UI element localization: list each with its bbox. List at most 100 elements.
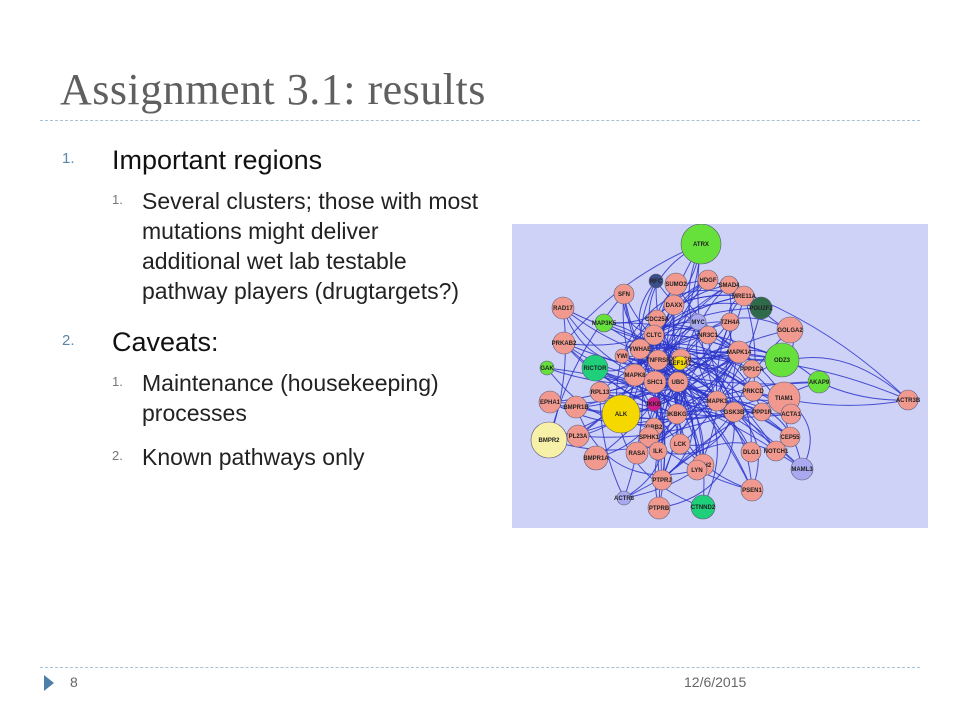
network-node-circle (616, 490, 632, 506)
network-node-circle (647, 349, 669, 371)
network-node-label: TZH4A (720, 320, 740, 326)
network-node-circle (601, 394, 641, 434)
network-node-circle (646, 396, 662, 412)
network-node-circle (651, 469, 673, 491)
network-node-label: MAPK1 (706, 399, 728, 405)
network-node-label: IKKB (647, 402, 662, 408)
network-node-label: CTNND2 (691, 505, 716, 511)
network-node-label: ALK (615, 412, 628, 418)
network-node-label: RASA (628, 451, 646, 457)
network-node: POU2F2 (749, 296, 773, 320)
bullet-text: Important regions (112, 145, 323, 175)
network-node-circle (594, 313, 614, 333)
network-node-label: UBC (672, 380, 686, 386)
network-node: ODZ3 (764, 342, 800, 378)
network-node-circle (614, 348, 630, 364)
network-node-circle (686, 459, 708, 481)
network-node-circle (780, 403, 802, 425)
network-node: ILK (648, 441, 668, 461)
network-edge (603, 322, 740, 353)
network-node: BMPR1B (563, 395, 589, 419)
network-node-circle (539, 360, 555, 376)
network-node-circle (648, 273, 664, 289)
network-node-circle (581, 354, 609, 382)
network-node: DAXX (663, 294, 685, 316)
network-edge (599, 391, 625, 499)
network-node: PTPRJ (651, 469, 673, 491)
network-node-label: SHC1 (647, 380, 664, 386)
sub-bullet-marker: 1. (112, 374, 123, 389)
network-node-label: GOLGA2 (777, 328, 803, 334)
network-node-circle (690, 494, 716, 520)
network-node-circle (647, 496, 671, 520)
network-node: MAPK1 (706, 390, 728, 412)
network-edge (603, 322, 783, 361)
network-node-circle (790, 457, 814, 481)
network-node: IKBKG (666, 403, 688, 425)
network-node: GOLGA2 (776, 316, 803, 344)
network-node: LYN (686, 459, 708, 481)
network-edge (657, 358, 735, 413)
network-node: MRE11A (732, 285, 757, 307)
network-node-label: MAPK8 (624, 373, 646, 379)
network-node: PPP1CA (740, 359, 765, 379)
network-node: ACTA1 (780, 403, 802, 425)
network-node-label: ACTR8 (614, 496, 635, 502)
network-node: MAP3K5 (592, 313, 617, 333)
network-node-label: ILK (653, 449, 663, 455)
network-node-label: DLG1 (743, 450, 760, 456)
network-node: MYC (689, 313, 707, 331)
network-node: SFN (613, 283, 635, 305)
network-node-label: ACTA1 (781, 412, 801, 418)
network-node: PSEN1 (740, 478, 764, 502)
network-node-label: GSK3B (724, 410, 745, 416)
network-node-circle (749, 296, 773, 320)
network-node-circle (648, 441, 668, 461)
network-node-circle (719, 275, 739, 295)
network-node: YWHAE (629, 338, 651, 360)
network-node-circle (740, 441, 762, 463)
network-node-label: PSEN1 (742, 488, 762, 494)
network-node-label: SMAD4 (718, 283, 740, 289)
network-node-label: MAPK14 (727, 350, 752, 356)
network-edge (548, 293, 625, 441)
network-node: ACTR8 (614, 490, 635, 506)
network-node-label: TNFRSF (646, 358, 670, 364)
network-node: PRKAB2 (552, 331, 577, 355)
network-node-circle (589, 381, 611, 403)
page-number: 8 (70, 674, 78, 690)
network-node: YWI (614, 348, 630, 364)
network-edge (654, 363, 754, 392)
network-node: MAPK14 (727, 340, 752, 364)
network-node: SUMO2 (664, 272, 687, 296)
network-edge (634, 321, 731, 376)
network-node-label: CLTC (646, 333, 662, 339)
network-node: SHC1 (643, 370, 667, 394)
sub-bullet-text: Maintenance (housekeeping) processes (142, 370, 439, 426)
network-node: MAML3 (790, 457, 814, 481)
network-node-label: POU2F2 (749, 306, 773, 312)
network-node: SPHK1 (638, 426, 660, 448)
network-edge (562, 307, 783, 361)
network-node-circle (667, 371, 689, 393)
network-node-circle (742, 359, 762, 379)
footer-date: 12/6/2015 (684, 674, 747, 690)
network-node-circle (552, 331, 576, 355)
network-node: CLTC (643, 324, 665, 346)
network-node: AKAP9 (807, 370, 831, 394)
network-node-label: BMPR1B (563, 405, 589, 411)
network-node-label: GRB2 (646, 425, 663, 431)
network-node-circle (625, 441, 649, 465)
sub-bullet-text: Several clusters; those with most mutati… (142, 188, 479, 304)
network-node: GSK3B (724, 401, 745, 423)
network-node-circle (583, 445, 609, 471)
network-node: LCK (669, 433, 691, 455)
sub-bullet-marker: 2. (112, 448, 123, 463)
network-node-label: MAP3K5 (592, 321, 617, 327)
network-node-circle (698, 325, 718, 345)
network-node-label: BMPR1A (583, 456, 609, 462)
network-edge (546, 367, 777, 452)
network-node-circle (733, 285, 755, 307)
